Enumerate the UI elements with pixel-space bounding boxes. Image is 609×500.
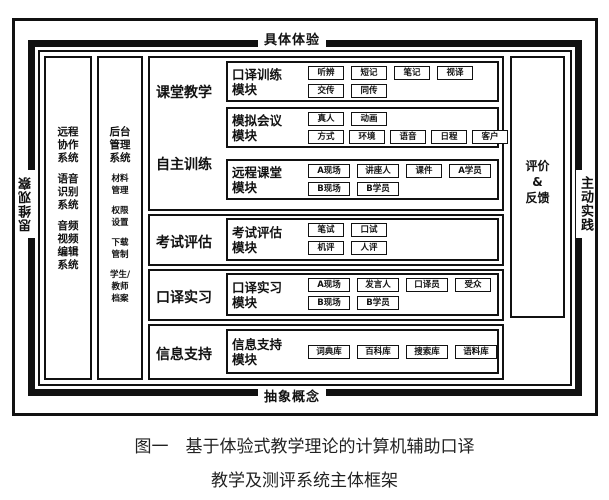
left-column-line: 系统: [57, 199, 79, 211]
left-column-line: 编辑: [57, 246, 79, 258]
left-column-line: [99, 229, 141, 237]
edge-label-bottom: 抽象概念: [258, 386, 327, 405]
module-title: 信息支持模块: [232, 336, 283, 367]
module-tag: 短记: [351, 66, 387, 80]
caption-line-1: 图一 基于体验式教学理论的计算机辅助口译: [134, 437, 475, 457]
left-column-line: 学生/: [109, 270, 131, 280]
module-tag: B现场: [308, 296, 350, 310]
left-column-line: 音频: [57, 220, 79, 232]
group-label-exam: 考试评估: [156, 235, 212, 251]
left-column-line: 管制: [111, 250, 129, 260]
module-tag: 客户: [472, 130, 508, 144]
module-tag: A学员: [449, 164, 491, 178]
module-tag: 课件: [406, 164, 442, 178]
module-tag: 交传: [308, 84, 344, 98]
module-internship: 口译实习模块 A现场发言人口译员受众 B现场 B学员: [226, 273, 499, 316]
group-label-classroom: 课堂教学: [156, 85, 212, 101]
module-tag: 笔试: [308, 223, 344, 237]
module-tag: 口译员: [406, 278, 448, 292]
module-tag: 讲座人: [357, 164, 399, 178]
module-mock-conference: 模拟会议模块 真人动画方式环境语音日程客户: [226, 107, 508, 148]
module-title: 模拟会议模块: [232, 112, 283, 143]
left-column-line: 权限: [111, 206, 129, 216]
right-column-line: 反馈: [525, 191, 550, 205]
left-column-line: 语音: [57, 173, 79, 185]
right-column-line: &: [532, 175, 543, 189]
module-tag: A现场: [308, 164, 350, 178]
left-column-line: [99, 261, 141, 269]
edge-label-left: 思维观察: [17, 170, 36, 238]
left-column-line: 管理: [111, 186, 129, 196]
module-title: 口译实习模块: [232, 279, 283, 310]
module-tag: 受众: [455, 278, 491, 292]
module-tag: A现场: [308, 278, 350, 292]
left-column-backend: 后台管理系统 材料管理 权限设置 下载管制 学生/教师档案: [97, 56, 143, 380]
caption-line-2: 教学及测评系统主体框架: [211, 471, 398, 491]
module-tag: 日程: [431, 130, 467, 144]
module-info-support: 信息支持模块 词典库百科库搜索库语料库: [226, 329, 499, 374]
left-column-line: 教师: [111, 282, 129, 292]
left-column-line: 管理: [109, 139, 131, 151]
left-column-line: [99, 165, 141, 173]
module-tag: B学员: [357, 182, 399, 196]
left-column-line: 后台: [109, 126, 131, 138]
outer-frame: [12, 18, 598, 416]
module-tag: B现场: [308, 182, 350, 196]
module-title: 口译训练模块: [232, 66, 283, 97]
left-column-line: 系统: [109, 152, 131, 164]
edge-label-top: 具体体验: [258, 29, 327, 48]
module-title: 考试评估模块: [232, 224, 283, 255]
module-tag: 笔记: [394, 66, 430, 80]
module-tag: 机评: [308, 241, 344, 255]
left-column-line: 协作: [57, 139, 79, 151]
module-tag: 同传: [351, 84, 387, 98]
edge-label-right: 主动实践: [576, 170, 595, 238]
right-column-line: 评价: [525, 159, 550, 173]
left-column-line: 视频: [57, 233, 79, 245]
left-column-remote-systems-text: 远程协作系统 语音识别系统 音频视频编辑系统: [46, 58, 90, 272]
module-tag: 百科库: [357, 345, 399, 359]
module-tag: 人评: [351, 241, 387, 255]
module-tag: 环境: [349, 130, 385, 144]
module-title: 远程课堂模块: [232, 164, 283, 195]
module-interpreting-training: 口译训练模块 听辨短记笔记视译交传同传: [226, 61, 499, 102]
left-column-line: 远程: [57, 126, 79, 138]
left-column-line: 系统: [57, 152, 79, 164]
left-column-line: 材料: [111, 174, 129, 184]
module-exam: 考试评估模块 笔试口试机评人评: [226, 218, 499, 261]
module-tag: 语料库: [455, 345, 497, 359]
module-tag: 词典库: [308, 345, 350, 359]
module-tag: 听辨: [308, 66, 344, 80]
left-column-line: 系统: [57, 259, 79, 271]
left-column-line: 档案: [111, 294, 129, 304]
module-tag: B学员: [357, 296, 399, 310]
group-label-self-training: 自主训练: [156, 157, 212, 173]
module-tag: 发言人: [357, 278, 399, 292]
module-tag: 语音: [390, 130, 426, 144]
group-label-internship: 口译实习: [156, 290, 212, 306]
module-tag: 真人: [308, 112, 344, 126]
left-column-line: 识别: [57, 186, 79, 198]
left-column-line: [46, 212, 90, 220]
left-column-backend-text: 后台管理系统 材料管理 权限设置 下载管制 学生/教师档案: [99, 58, 141, 305]
module-tag: 方式: [308, 130, 344, 144]
module-tag: 搜索库: [406, 345, 448, 359]
right-column-evaluation-text: 评价 & 反馈: [512, 58, 563, 206]
module-remote-classroom: 远程课堂模块 A现场讲座人课件 A学员 B现场 B学员: [226, 159, 499, 200]
group-label-info: 信息支持: [156, 347, 212, 363]
right-column-evaluation: 评价 & 反馈: [510, 56, 565, 318]
left-column-line: [46, 165, 90, 173]
left-column-line: 下载: [111, 238, 129, 248]
module-tag: 动画: [351, 112, 387, 126]
module-tag: 口试: [351, 223, 387, 237]
module-tag: 视译: [437, 66, 473, 80]
left-column-line: [99, 197, 141, 205]
left-column-line: 设置: [111, 218, 129, 228]
inner-frame: [38, 50, 572, 386]
left-column-remote-systems: 远程协作系统 语音识别系统 音频视频编辑系统: [44, 56, 92, 380]
